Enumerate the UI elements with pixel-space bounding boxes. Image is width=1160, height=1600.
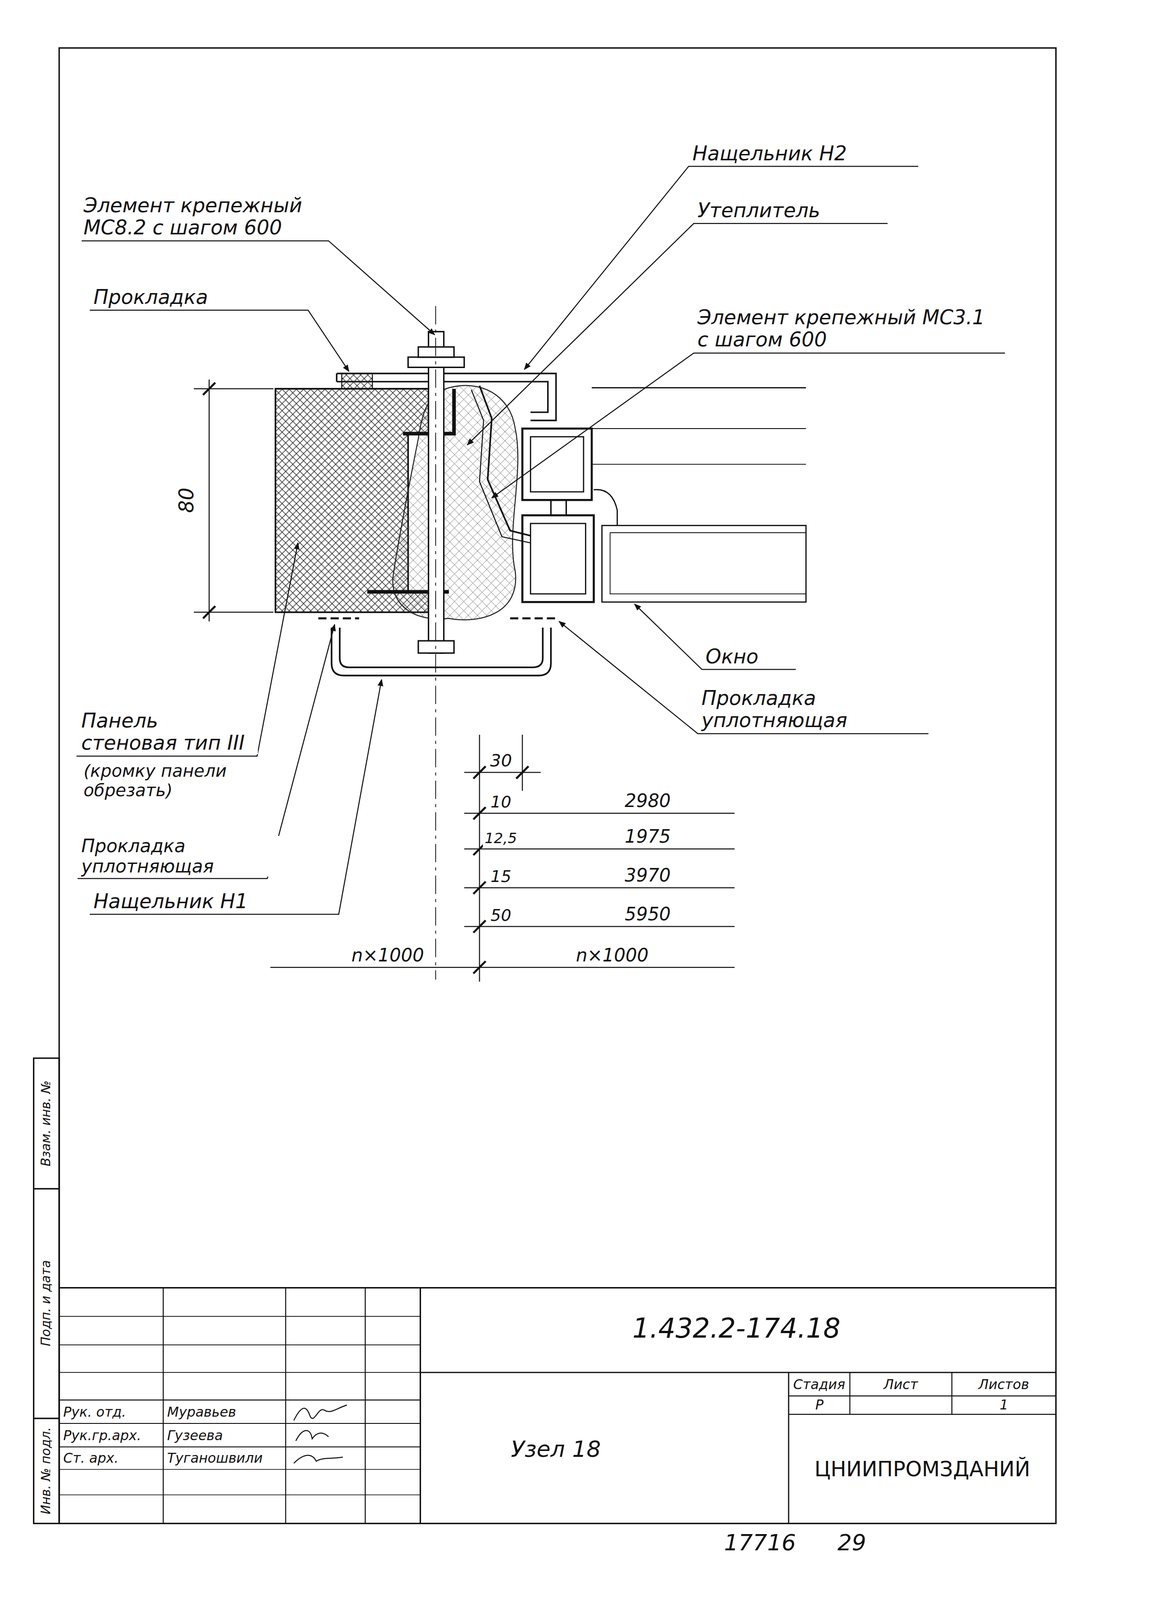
stamp-cell: Р <box>813 1397 826 1413</box>
part-label: Панель стеновая тип III <box>79 709 258 755</box>
stamp-cell: Листов <box>976 1377 1031 1393</box>
dimension-value: 3970 <box>622 865 673 886</box>
stamp-cell: Инв. № подл. <box>38 1427 53 1515</box>
part-label: Нащельник Н2 <box>690 142 849 165</box>
drawing-code: 1.432.2-174.18 <box>630 1313 843 1344</box>
sheet-number: 29 <box>835 1530 869 1556</box>
steel-profile <box>367 385 531 592</box>
dimension-value: n×1000 <box>349 945 426 966</box>
part-label: Нащельник Н1 <box>91 890 250 913</box>
dimension-value: 12,5 <box>482 830 519 847</box>
dimension-value: 10 <box>488 793 514 812</box>
stamp-cell: Туганошвили <box>165 1450 265 1467</box>
flashing-h1 <box>331 627 552 676</box>
stamp-cell: Подп. и дата <box>38 1260 53 1347</box>
dimension-value: 50 <box>488 906 514 925</box>
drawing-title: Узел 18 <box>509 1436 603 1463</box>
organization-name: ЦНИИПРОМЗДАНИЙ <box>812 1458 1033 1482</box>
part-label: Прокладка уплотняющая <box>79 836 284 877</box>
part-label: Прокладка уплотняющая <box>699 687 920 732</box>
stamp-cell: Стадия <box>791 1377 847 1393</box>
insulation <box>392 385 519 621</box>
dimension-value: 5950 <box>622 904 673 925</box>
stamp-cell: Рук. отд. <box>61 1404 128 1421</box>
part-label: Элемент крепежный МС8.2 с шагом 600 <box>81 194 337 239</box>
bolt <box>407 331 464 654</box>
axis-line <box>435 306 437 980</box>
dimension-value: 1975 <box>622 826 673 847</box>
dimension-value: n×1000 <box>574 945 651 966</box>
sheet-frame <box>33 47 1057 1524</box>
part-label: Прокладка <box>91 285 211 309</box>
leader-line <box>76 166 1005 915</box>
part-label: Утеплитель <box>695 199 823 222</box>
stamp-cell: 1 <box>997 1397 1011 1413</box>
stamp-cell: Лист <box>881 1377 920 1393</box>
dimension-line <box>193 379 274 623</box>
note: (кромку панели обрезать) <box>81 761 261 800</box>
dimension-line <box>270 734 735 983</box>
archive-number: 17716 <box>722 1530 798 1556</box>
part-label: Элемент крепежный МС3.1 с шагом 600 <box>695 306 1002 351</box>
stamp-cell: Гузеева <box>165 1428 225 1444</box>
dimension-value: 2980 <box>622 790 673 812</box>
stamp-cell: Взам. инв. № <box>38 1080 53 1167</box>
part-label: Окно <box>703 645 761 668</box>
stamp-cell: Рук.гр.арх. <box>61 1428 144 1444</box>
flashing-h2 <box>336 373 557 421</box>
gasket <box>341 373 373 389</box>
sealing-gasket <box>318 617 560 620</box>
dimension-value: 30 <box>488 751 514 771</box>
stamp-cell: Муравьев <box>165 1404 239 1421</box>
window-frame <box>522 388 806 603</box>
dimension-value: 15 <box>488 867 514 886</box>
title-block <box>59 1288 1057 1525</box>
stamp-cell: Ст. арх. <box>61 1450 121 1467</box>
dimension-value: 80 <box>175 487 198 514</box>
